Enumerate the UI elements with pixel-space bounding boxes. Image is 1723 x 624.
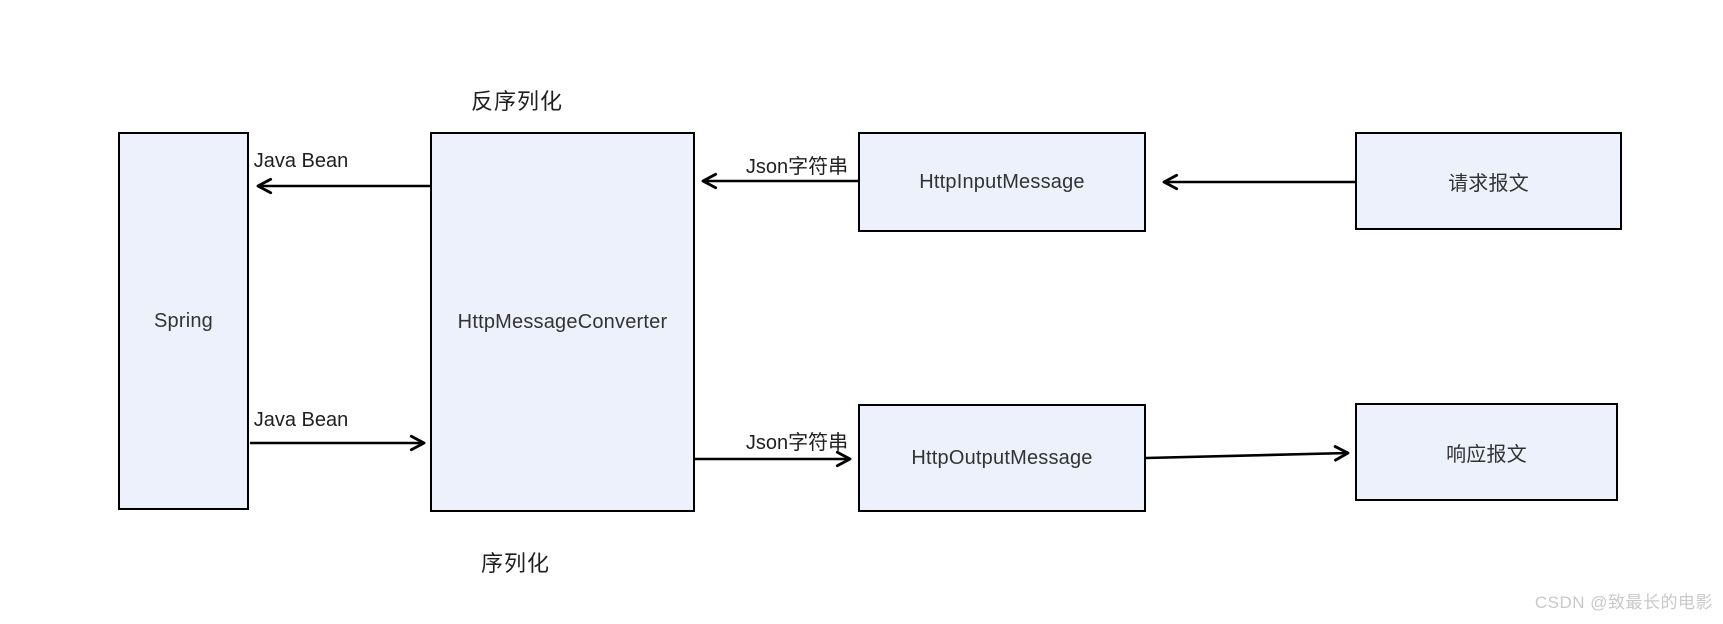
node-http-output-message: HttpOutputMessage <box>858 404 1146 512</box>
arrow-http-output-to-response <box>1145 445 1350 462</box>
edge-label-java-bean-bottom: Java Bean <box>253 409 349 431</box>
node-response-message-label: 响应报文 <box>1446 443 1527 466</box>
deserialize-label: 反序列化 <box>471 89 564 114</box>
node-spring: Spring <box>118 132 249 510</box>
edge-label-json-string-top: Json字符串 <box>745 156 849 178</box>
watermark: CSDN @致最长的电影 <box>1534 593 1713 612</box>
node-http-input-message-label: HttpInputMessage <box>919 170 1085 193</box>
edge-label-java-bean-top: Java Bean <box>253 150 349 172</box>
node-http-message-converter-label: HttpMessageConverter <box>457 310 668 333</box>
node-http-output-message-label: HttpOutputMessage <box>911 446 1093 469</box>
node-http-input-message: HttpInputMessage <box>858 132 1146 232</box>
node-request-message: 请求报文 <box>1355 132 1622 230</box>
serialize-label: 序列化 <box>481 551 551 576</box>
node-http-message-converter: HttpMessageConverter <box>430 132 695 512</box>
node-response-message: 响应报文 <box>1355 403 1618 501</box>
node-request-message-label: 请求报文 <box>1448 172 1529 195</box>
edge-label-json-string-bottom: Json字符串 <box>745 432 849 454</box>
node-spring-label: Spring <box>153 309 213 332</box>
